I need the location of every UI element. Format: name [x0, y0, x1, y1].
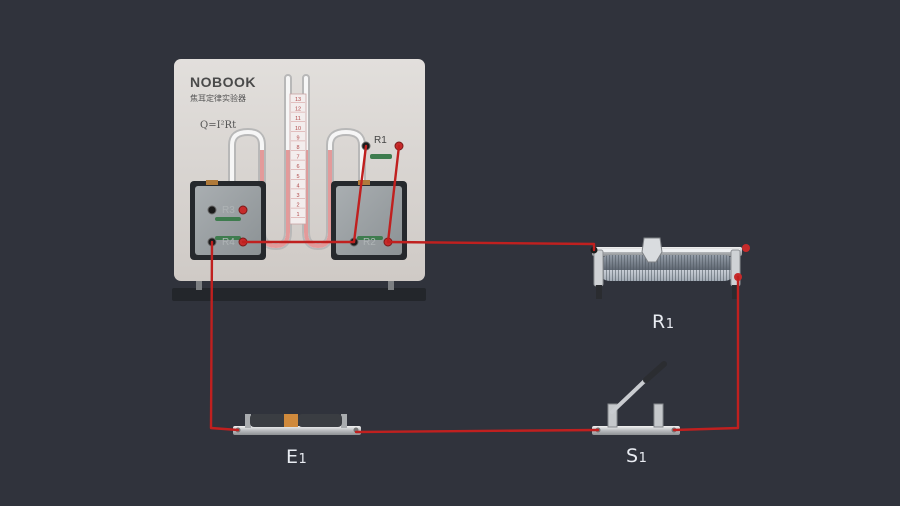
- scale-tick-label: 10: [295, 126, 301, 132]
- wire-switch-to-battery[interactable]: [354, 428, 600, 434]
- scale-tick-label: 4: [296, 183, 299, 189]
- battery-clip-left: [245, 414, 251, 428]
- battery-label-sub: 1: [298, 452, 308, 467]
- scale-tick-label: 7: [296, 155, 299, 161]
- scale-tick-label: 1: [296, 212, 299, 218]
- switch-label: S1: [626, 445, 647, 467]
- scale-tick-label: 2: [296, 203, 299, 209]
- battery-cell-right: [298, 414, 342, 427]
- rheostat-label-sub: 1: [665, 317, 675, 332]
- scale-board: [289, 93, 307, 225]
- apparatus-foot-left: [196, 280, 202, 290]
- switch-contact-post: [653, 403, 664, 428]
- switch-s1[interactable]: [592, 361, 680, 435]
- scale-tick-label: 13: [295, 97, 301, 103]
- rheostat-end-left: [593, 249, 604, 287]
- rheostat-label-letter: R: [652, 311, 666, 333]
- wire-rheostat-to-switch[interactable]: [672, 275, 740, 432]
- apparatus-subtitle: 焦耳定律实验器: [190, 94, 246, 103]
- switch-pivot-post: [607, 403, 618, 428]
- battery-holder: [233, 426, 361, 435]
- battery-label-letter: E: [286, 446, 299, 468]
- rheostat-foot-left: [596, 285, 602, 299]
- label-r3: R3: [222, 205, 235, 216]
- apparatus-base: [172, 288, 426, 301]
- rheostat-slider[interactable]: [641, 237, 663, 263]
- rheostat-foot-right: [732, 285, 738, 299]
- scale-ticks: 13 12 11 10 9 8 7 6 5 4 3 2 1: [291, 97, 305, 218]
- rheostat-label: R1: [652, 311, 674, 333]
- switch-label-letter: S: [626, 445, 639, 467]
- scale-tick-label: 12: [295, 107, 301, 113]
- joule-formula: Q=I²Rt: [200, 120, 237, 131]
- r1-panel-resistor: [370, 154, 392, 159]
- battery-clip-right: [341, 414, 347, 428]
- rheostat-terminal-top-right[interactable]: [742, 244, 750, 252]
- terminal-r3-black[interactable]: [207, 205, 217, 215]
- resistor-box-left: [190, 180, 266, 260]
- scale-tick-label: 8: [296, 145, 299, 151]
- scale-tick-label: 9: [296, 135, 299, 141]
- scale-tick-label: 5: [296, 174, 299, 180]
- rheostat-r1[interactable]: [590, 237, 751, 299]
- wire-r1-to-r2[interactable]: [352, 144, 368, 244]
- battery-e1[interactable]: [233, 414, 361, 435]
- terminal-r3-red[interactable]: [238, 205, 248, 215]
- scale-tick-label: 6: [296, 164, 299, 170]
- rheostat-coil: [598, 255, 736, 281]
- label-r1: R1: [374, 135, 387, 146]
- wire-r1b-to-r2b[interactable]: [386, 144, 401, 244]
- wire-battery-to-r4[interactable]: [209, 240, 240, 432]
- wires[interactable]: [209, 144, 740, 434]
- apparatus-foot-right: [388, 280, 394, 290]
- resistor-box-right: [331, 180, 407, 260]
- switch-handle[interactable]: [643, 361, 667, 383]
- wire-r2-to-rheostat[interactable]: [386, 240, 596, 252]
- switch-label-sub: 1: [638, 451, 648, 466]
- scale-tick-label: 3: [296, 193, 299, 199]
- scale-tick-label: 11: [295, 116, 301, 122]
- apparatus-brand: NOBOOK: [190, 74, 256, 90]
- switch-base: [592, 426, 680, 435]
- battery-band: [284, 414, 298, 427]
- battery-label: E1: [286, 446, 307, 468]
- label-r2: R2: [363, 237, 376, 248]
- label-r4: R4: [222, 237, 235, 248]
- rheostat-slider-rail: [594, 249, 740, 252]
